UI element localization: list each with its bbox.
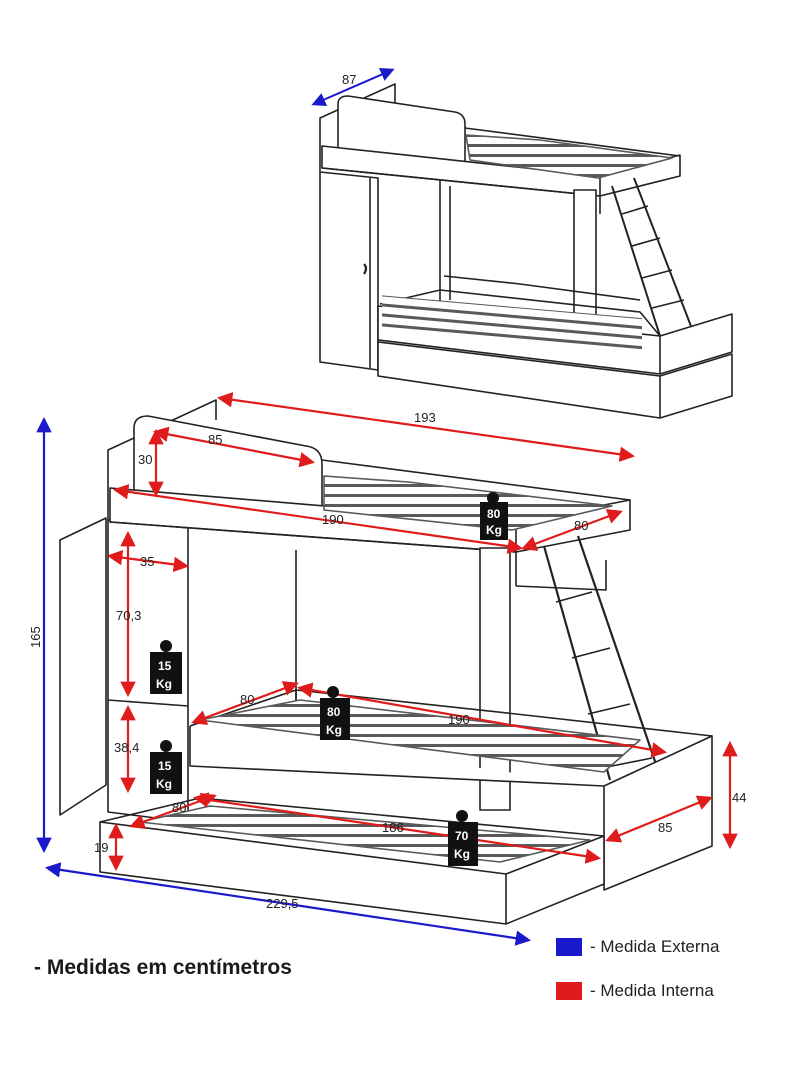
weight-shelf-lower-unit: Kg <box>156 777 172 791</box>
dim-shelf-height-upper: 70,3 <box>116 608 141 623</box>
external-dims <box>36 416 532 946</box>
dim-headboard-height: 30 <box>138 452 152 467</box>
dim-total-width: 229,5 <box>266 896 299 911</box>
weight-shelf-lower-value: 15 <box>158 759 172 773</box>
small-view <box>311 68 733 419</box>
weight-trundle-value: 70 <box>455 829 469 843</box>
legend-internal: - Medida Interna <box>556 980 714 1002</box>
dim-trundle-height: 19 <box>94 840 108 855</box>
dim-depth-small: 87 <box>342 72 356 87</box>
legend-external: - Medida Externa <box>556 936 719 958</box>
weight-bottom-bed-value: 80 <box>327 705 341 719</box>
dim-total-length: 193 <box>414 410 436 425</box>
legend-external-swatch <box>556 938 582 956</box>
legend-internal-swatch <box>556 982 582 1000</box>
dim-shelf-height-lower: 38,4 <box>114 740 139 755</box>
weight-shelf-upper-unit: Kg <box>156 677 172 691</box>
weight-bottom-bed-unit: Kg <box>326 723 342 737</box>
internal-dims <box>106 392 738 872</box>
dim-top-bed-length: 190 <box>322 512 344 527</box>
dim-trundle-length: 186 <box>382 820 404 835</box>
dim-top-bed-width: 80 <box>574 518 588 533</box>
weight-badge-shelf-upper: 15 Kg <box>150 640 182 694</box>
weight-badge-shelf-lower: 15 Kg <box>150 740 182 794</box>
weight-top-bed-unit: Kg <box>486 523 502 537</box>
legend-external-label: - Medida Externa <box>590 937 720 956</box>
dim-headboard-width: 85 <box>208 432 222 447</box>
dim-bed-height: 44 <box>732 790 746 805</box>
dim-shelf-width: 35 <box>140 554 154 569</box>
dim-bottom-bed-length: 190 <box>448 712 470 727</box>
units-footnote: - Medidas em centímetros <box>34 956 292 979</box>
weight-shelf-upper-value: 15 <box>158 659 172 673</box>
weight-badge-top-bed: 80 Kg <box>480 492 508 540</box>
weight-trundle-unit: Kg <box>454 847 470 861</box>
legend-internal-label: - Medida Interna <box>590 981 714 1000</box>
weight-badge-trundle: 70 Kg <box>448 810 478 866</box>
dim-bottom-bed-width: 80 <box>240 692 254 707</box>
weight-badge-bottom-bed: 80 Kg <box>320 686 350 740</box>
weight-top-bed-value: 80 <box>487 507 501 521</box>
dim-trundle-width: 80 <box>172 800 186 815</box>
dim-side-depth: 85 <box>658 820 672 835</box>
dim-total-height: 165 <box>28 626 43 648</box>
